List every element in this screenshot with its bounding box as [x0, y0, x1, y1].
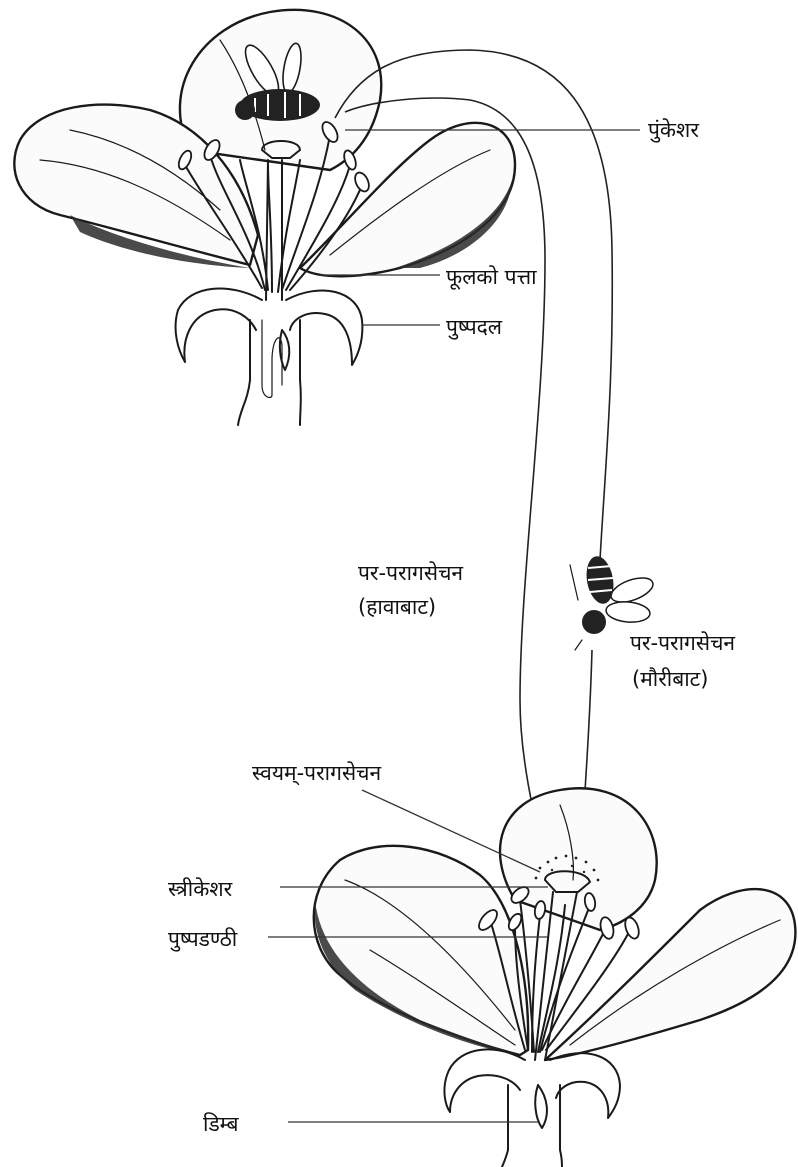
top-right-sepal — [286, 290, 362, 365]
bottom-back-petal — [500, 788, 657, 930]
top-flower — [14, 10, 515, 425]
label-pistil: स्त्रीकेशर — [168, 877, 233, 901]
label-cross-wind-2: (हावाबाट) — [358, 595, 436, 619]
top-stalk — [238, 320, 301, 425]
label-petal: फूलको पत्ता — [446, 265, 537, 290]
label-cross-wind-1: पर-परागसेचन — [358, 561, 463, 585]
label-ovule: डिम्ब — [203, 1112, 239, 1136]
bottom-stalk — [502, 1085, 562, 1167]
bottom-flower — [314, 788, 796, 1167]
bottom-left-sepal — [444, 1049, 525, 1112]
label-stalk: पुष्पडण्ठी — [168, 927, 238, 952]
label-stamen: पुंकेशर — [648, 118, 699, 143]
label-cross-bee-1: पर-परागसेचन — [630, 631, 735, 655]
label-cross-bee-2: (मौरीबाट) — [632, 667, 708, 691]
label-self-pollination: स्वयम्-परागसेचन — [252, 761, 381, 786]
label-sepal: पुष्पदल — [446, 315, 503, 340]
